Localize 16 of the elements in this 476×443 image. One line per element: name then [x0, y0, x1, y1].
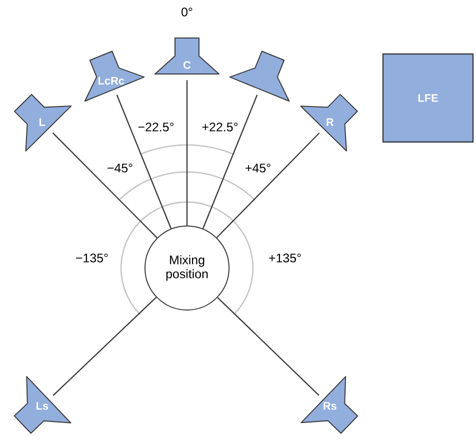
- angle-label: 0°: [182, 8, 192, 16]
- connector-line: [52, 132, 158, 238]
- angle-label: −22.5°: [138, 122, 174, 132]
- angle-label: −135°: [76, 254, 108, 262]
- connector-line: [52, 296, 157, 396]
- angle-label: +135°: [269, 254, 301, 262]
- connector-line: [202, 94, 258, 229]
- speaker-symbol: [229, 50, 290, 102]
- connector-line: [186, 80, 188, 226]
- connector-line: [217, 297, 320, 396]
- angle-label: +45°: [246, 164, 270, 172]
- connector-line: [216, 132, 320, 238]
- angle-label: −45°: [108, 164, 132, 172]
- connector-line: [116, 94, 172, 229]
- subwoofer-box: LFE: [382, 53, 474, 143]
- angle-label: +22.5°: [202, 122, 238, 132]
